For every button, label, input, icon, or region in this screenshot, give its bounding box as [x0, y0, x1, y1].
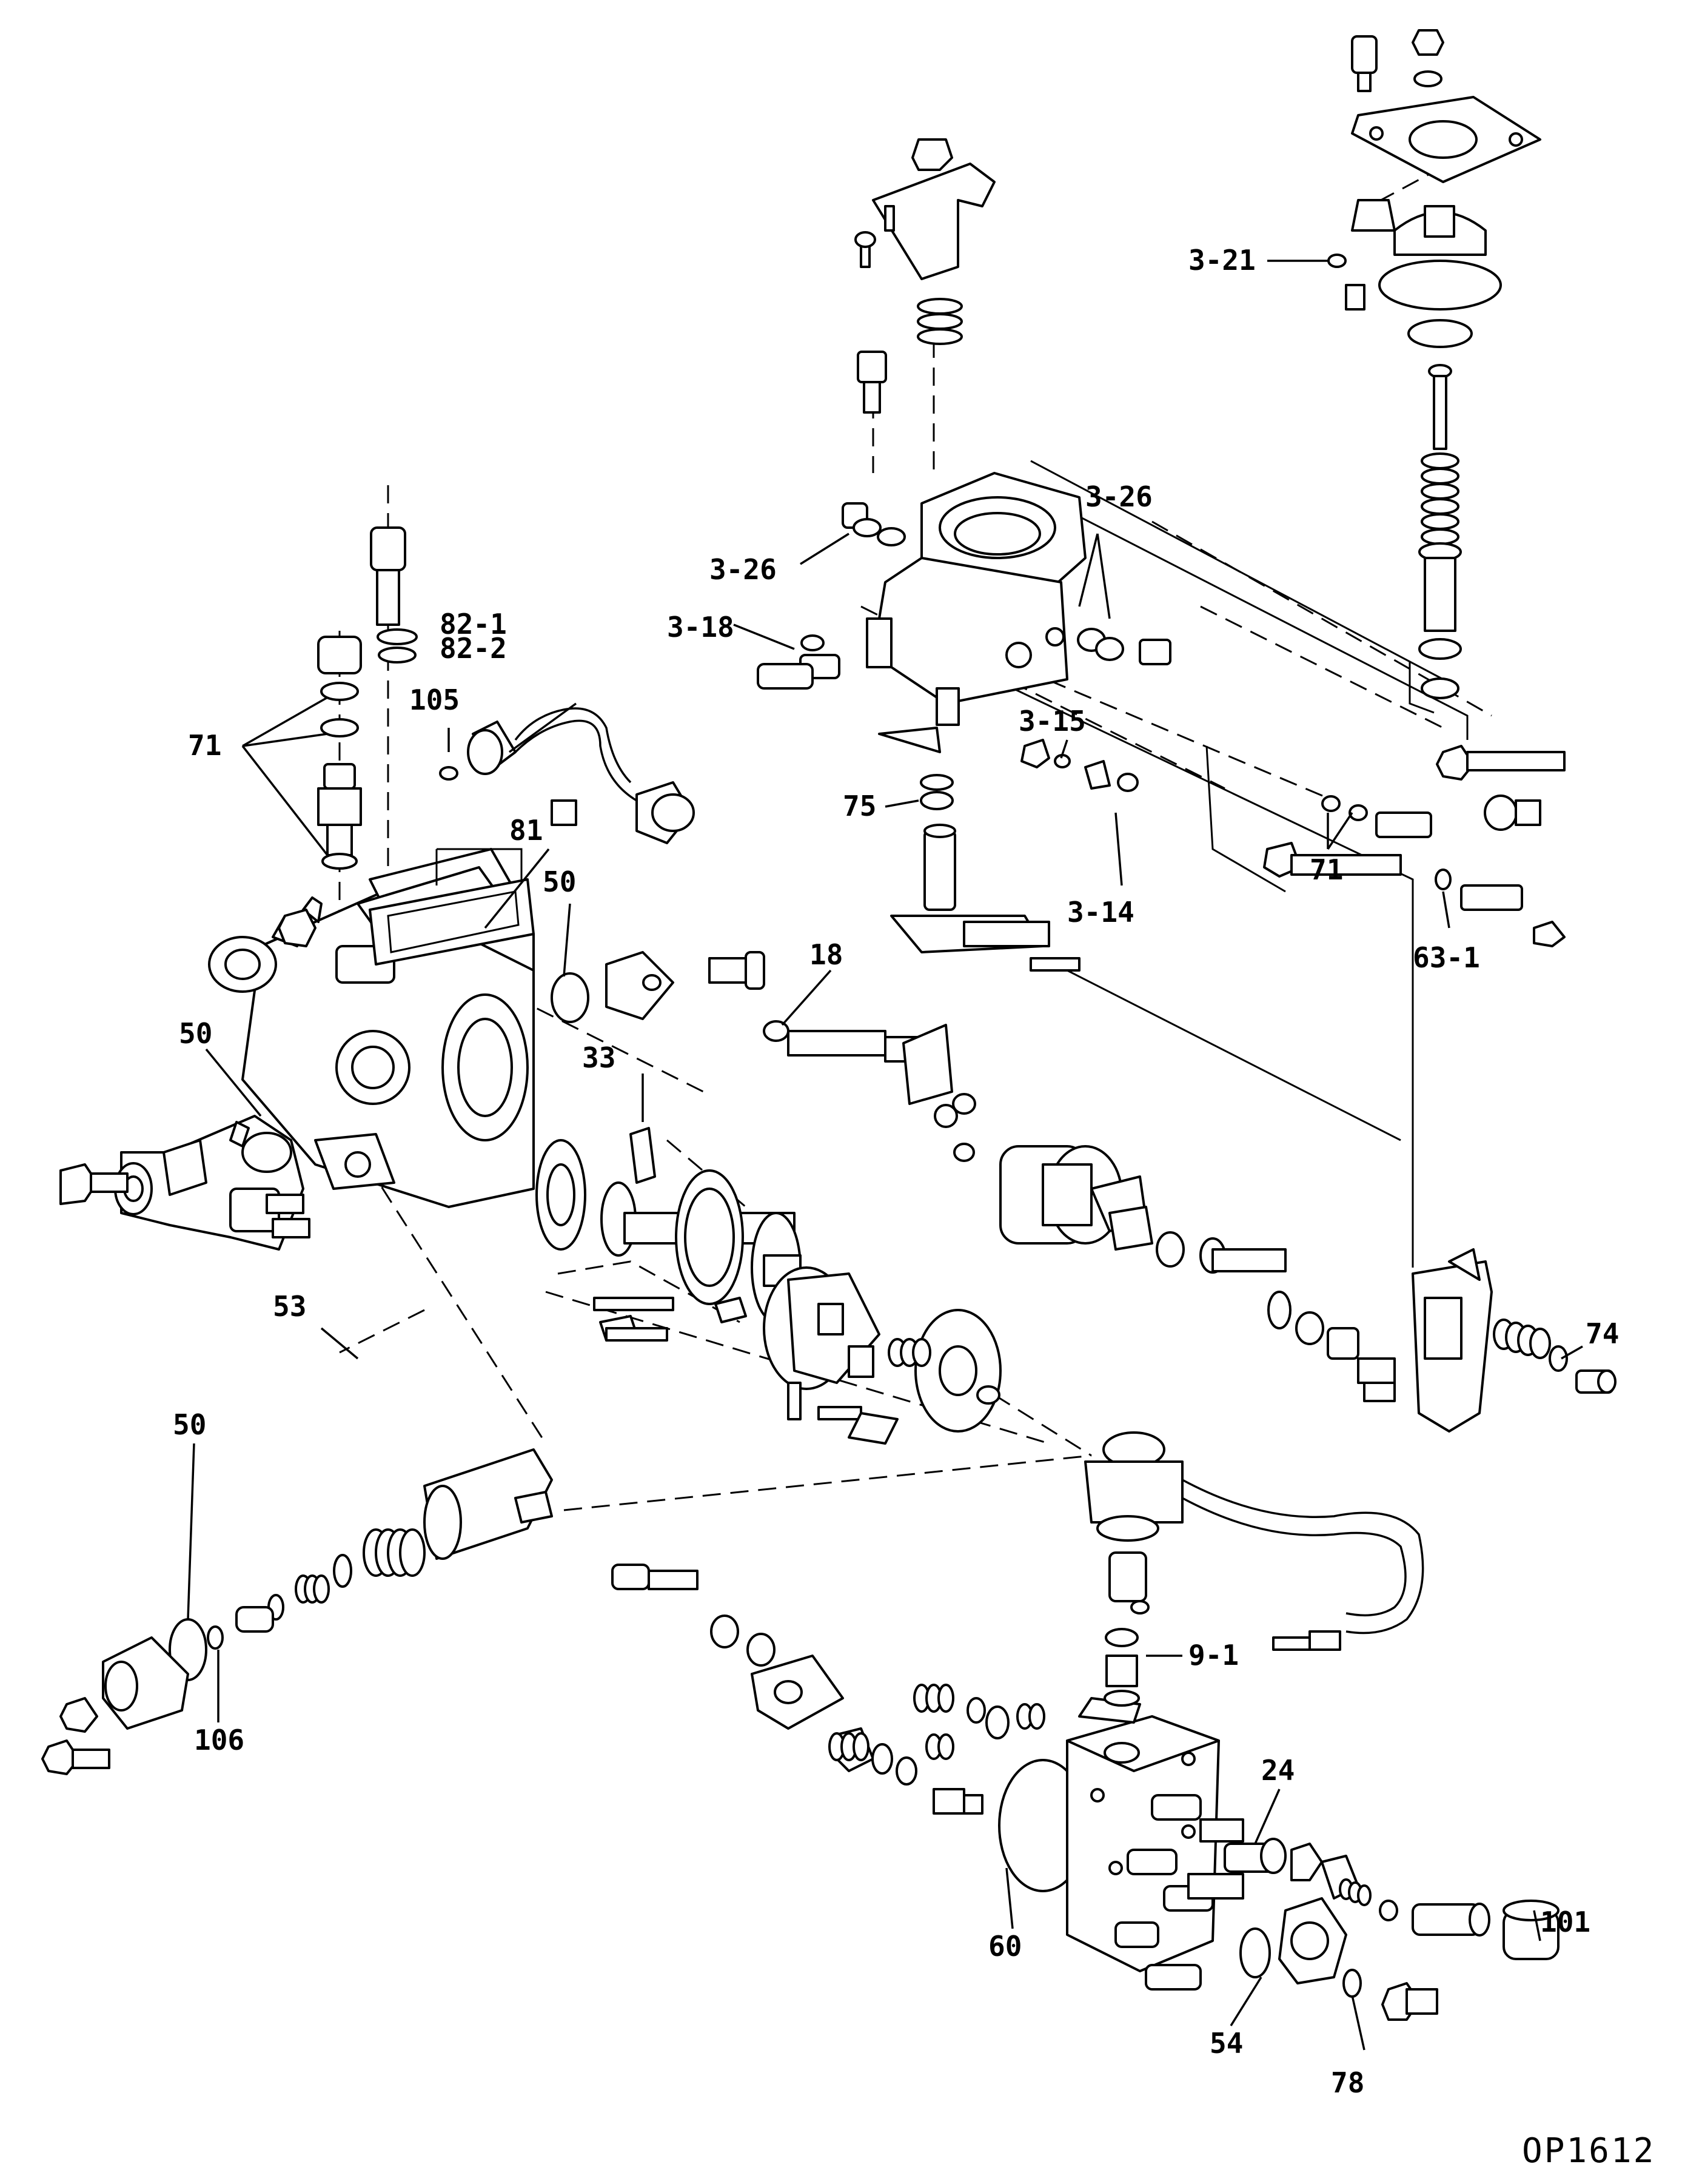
callout-label: 50: [179, 1017, 212, 1050]
oil-seal: [208, 909, 317, 993]
valve-springs-row-2: [828, 1732, 954, 1786]
valve-springs-row-1: [913, 1684, 1045, 1739]
head-spring: [1339, 1878, 1372, 1906]
drawing-code: OP1612: [1522, 2131, 1655, 2171]
governor-housing: [757, 472, 1171, 810]
governor-lever-plate: [1412, 1248, 1617, 1433]
callout-label: 78: [1331, 2066, 1364, 2099]
assembly-solid-lines: [994, 460, 1469, 1268]
inspection-cover-seal: [551, 951, 765, 1023]
callout-label: 54: [1210, 2027, 1243, 2060]
control-lever-bracket: [854, 138, 996, 414]
plunger-assembly: [41, 1448, 553, 1775]
top-cover-gasket: [369, 848, 535, 966]
callout-label: 60: [988, 1930, 1022, 1963]
callout-label: 3-26: [709, 553, 777, 586]
callout-label: 9-1: [1188, 1639, 1239, 1672]
roller-ring-advance: [934, 1104, 1396, 1402]
small-spring: [295, 1574, 330, 1604]
feed-pump-assembly: [59, 1115, 310, 1251]
callout-labels: 3-21 3-26 3-26 3-18 3-15 75 3-14 71 63-1…: [173, 244, 1619, 2099]
callout-label: 50: [543, 865, 576, 898]
governor-cover-assembly: [1327, 29, 1541, 714]
callout-label: 82-2: [440, 632, 507, 665]
callout-label: 71: [1310, 853, 1343, 886]
cam-disc-roller-holder: [763, 1266, 1002, 1445]
callout-label: 3-26: [1085, 480, 1153, 513]
callout-label: 105: [409, 684, 460, 716]
callout-label: 106: [194, 1724, 244, 1756]
callout-label: 24: [1261, 1754, 1295, 1787]
callout-leaders: [187, 260, 1583, 2051]
fuel-cut-solenoid-wired: [439, 707, 695, 844]
governor-lever-shaft: [890, 824, 1081, 972]
callout-label: 81: [509, 814, 543, 847]
callout-label: 3-21: [1188, 244, 1256, 277]
callout-label: 71: [188, 729, 221, 762]
callout-label: 53: [273, 1290, 306, 1323]
callout-label: 50: [173, 1408, 206, 1441]
delivery-valve-stack: [317, 526, 418, 870]
head-side-fittings: [1224, 1838, 1560, 2021]
callout-label: 33: [582, 1041, 615, 1074]
governor-spring: [1421, 452, 1459, 545]
callout-label: 74: [1586, 1317, 1619, 1350]
callout-label: 75: [843, 790, 876, 822]
drive-shaft-assembly: [535, 1127, 802, 1342]
right-side-fasteners: [1263, 745, 1566, 947]
callout-label: 63-1: [1413, 941, 1480, 974]
plunger-spring: [363, 1528, 426, 1577]
return-spring: [917, 298, 963, 345]
cam-spring: [888, 1338, 931, 1367]
callout-label: 3-14: [1067, 896, 1134, 929]
callout-label: 82-1: [440, 608, 507, 640]
governor-shaft-18: [763, 1020, 976, 1115]
distributor-head: [998, 1551, 1244, 1991]
distributor-plunger-parts: [611, 1564, 1045, 1815]
callout-label: 101: [1540, 1906, 1590, 1938]
callout-label: 18: [809, 938, 843, 971]
timer-solenoid-wired: [1084, 1431, 1424, 1651]
lever-spring: [1493, 1319, 1551, 1359]
callout-label: 3-15: [1019, 705, 1086, 738]
callout-label: 3-18: [667, 611, 734, 643]
